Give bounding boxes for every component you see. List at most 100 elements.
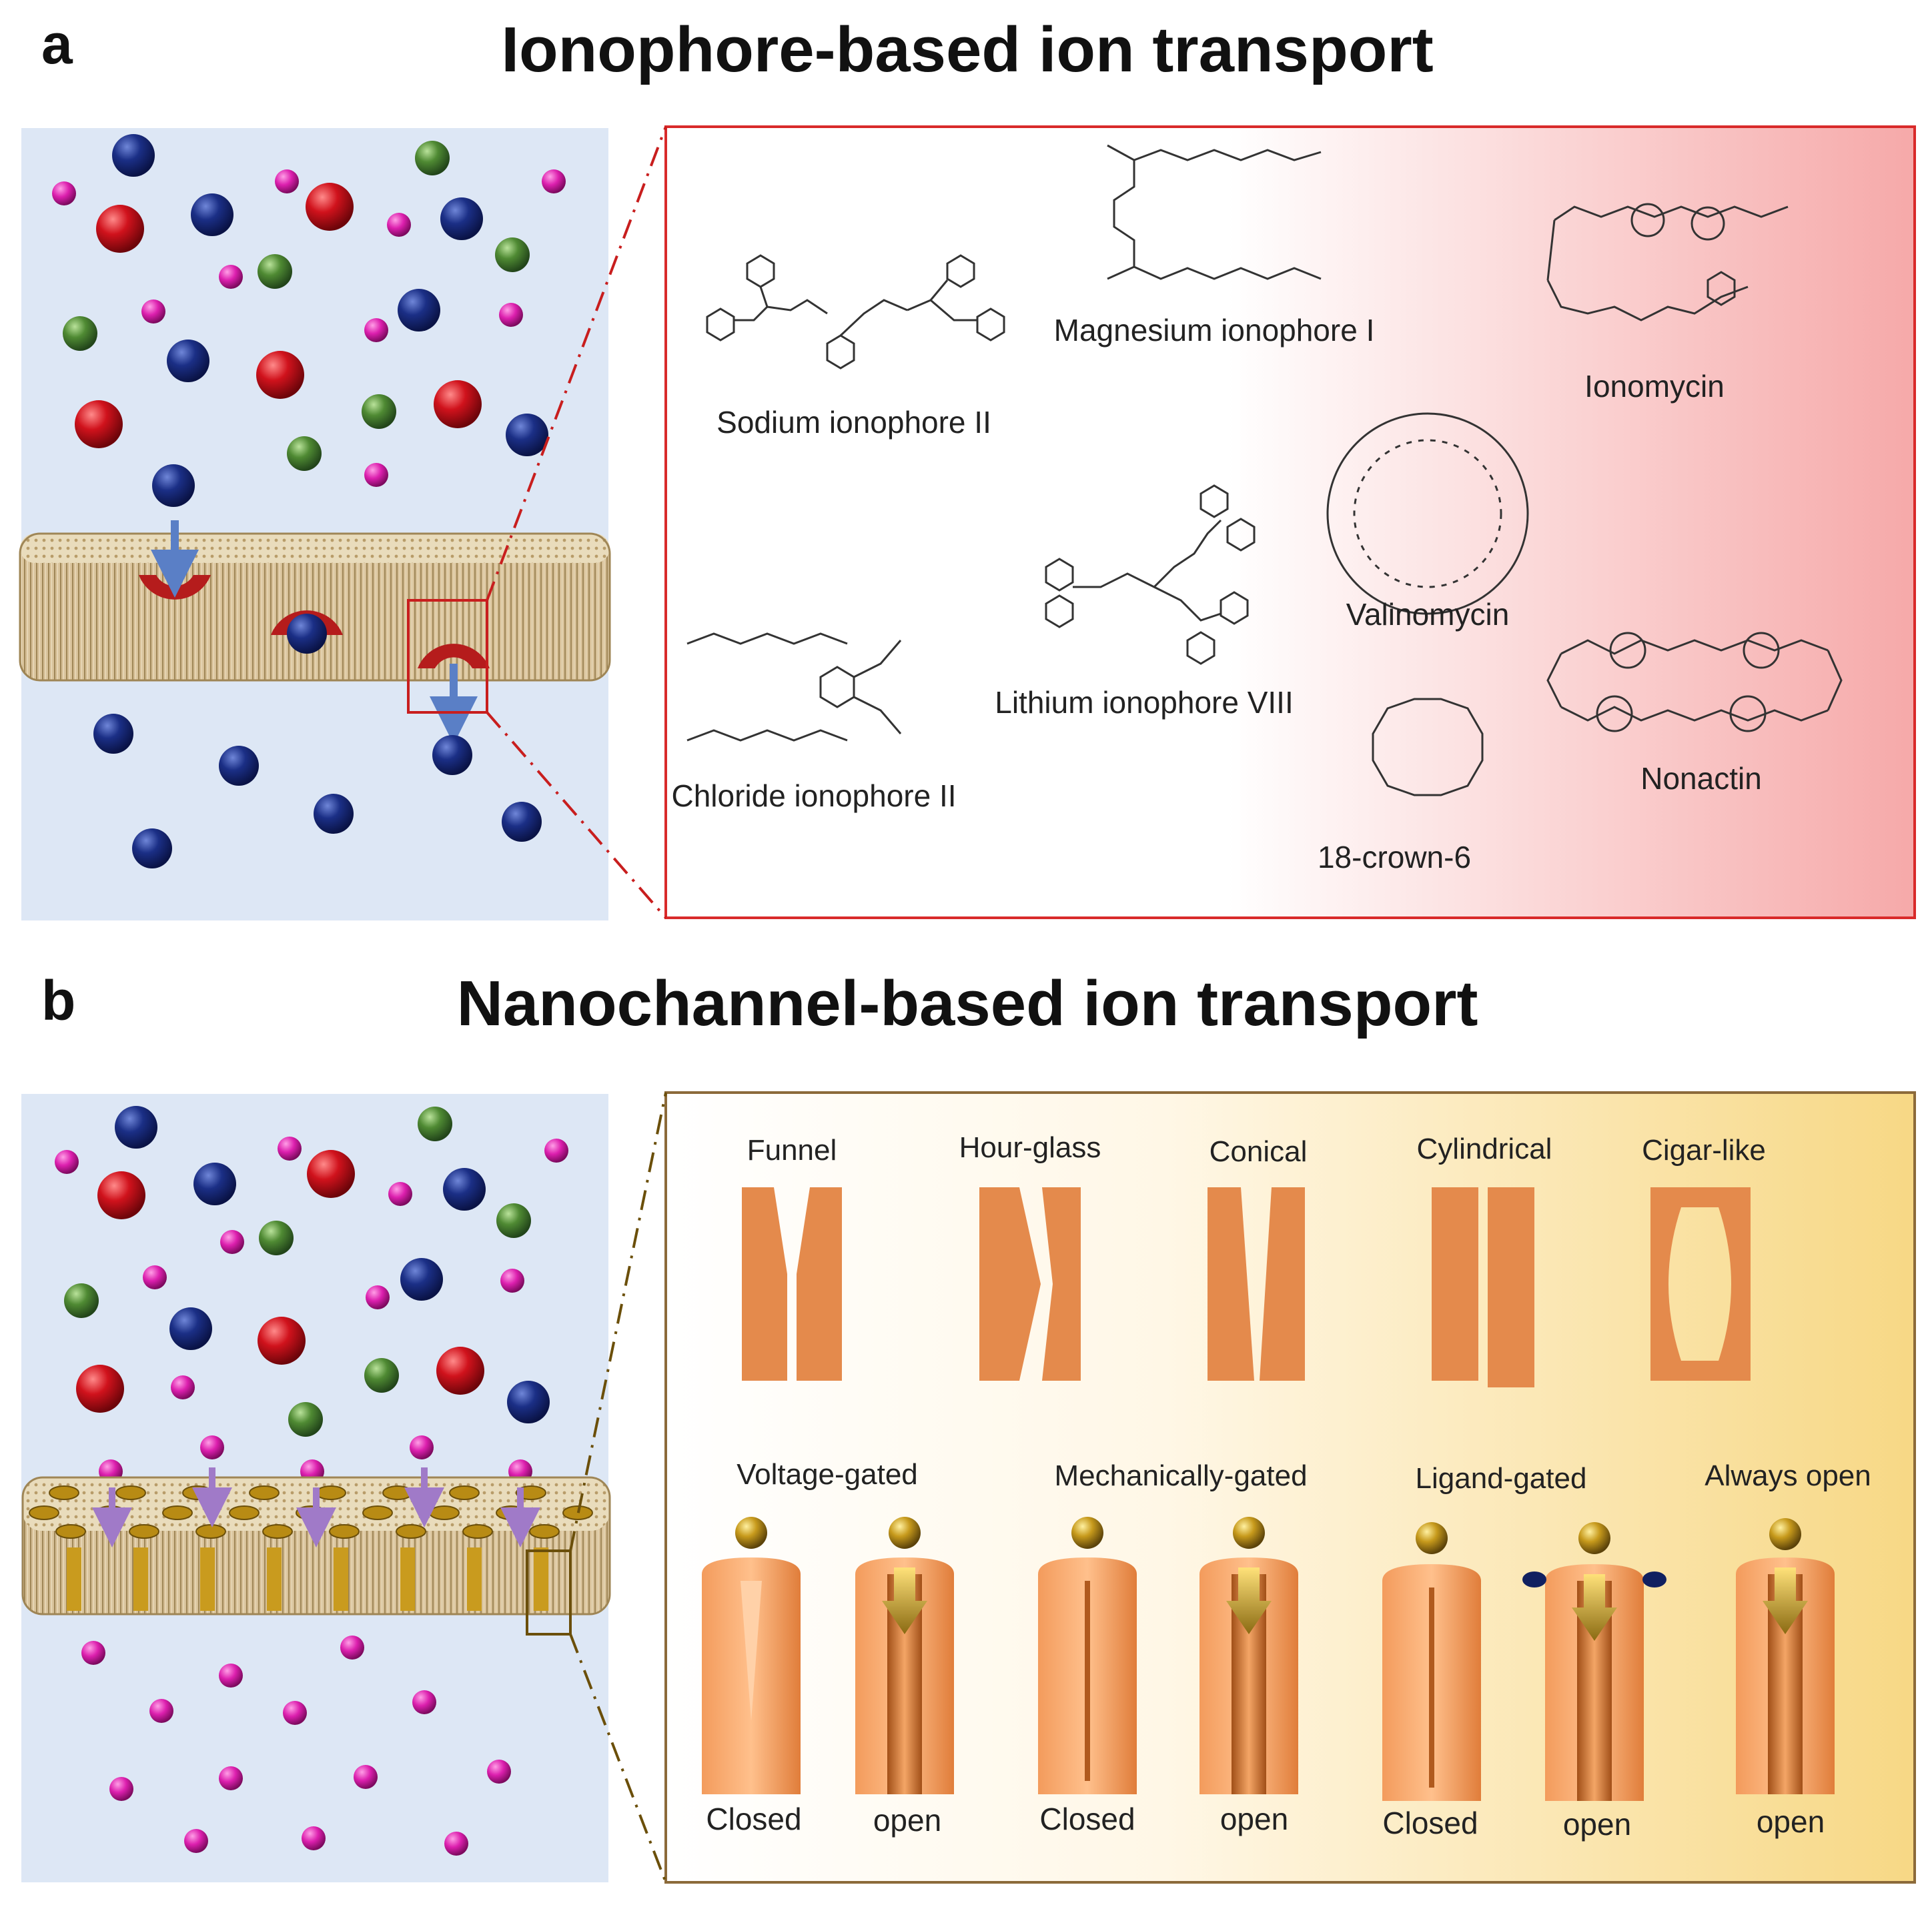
label-state-open: open [1220,1802,1289,1836]
hourglass-shape [1042,1187,1081,1381]
ion-blue [152,464,195,507]
ion-red [307,1150,355,1198]
funnel-shape [742,1187,787,1381]
label-conical: Conical [1209,1135,1308,1168]
label-always-open: Always open [1705,1459,1871,1492]
voltage-closed-tube [702,1557,801,1794]
ion-magenta [141,299,165,324]
label-funnel: Funnel [747,1134,837,1167]
panel-a-ions-top [52,134,566,507]
ion-green [496,1203,531,1238]
ion-magenta [220,1230,244,1254]
cylindrical-shape [1432,1187,1478,1381]
ion-red [306,183,354,231]
label-sodium-ionophore: Sodium ionophore II [716,405,991,440]
panel-a-letter: a [41,13,73,75]
gold-ion [1578,1522,1610,1554]
channel-shapes [742,1187,1751,1387]
ion-magenta [364,463,388,487]
cylindrical-shape [1488,1187,1534,1387]
ion-magenta [275,169,299,193]
panel-b-membrane [21,1467,611,1636]
ion-green [288,1402,323,1437]
ion-green [362,394,396,429]
conical-shape [1260,1187,1305,1381]
mechanical-closed-tube [1038,1557,1137,1794]
panel-a-title: Ionophore-based ion transport [501,14,1434,85]
gold-ion [1769,1518,1801,1550]
label-hourglass: Hour-glass [959,1131,1101,1164]
ion-red [97,1171,145,1219]
label-valinomycin: Valinomycin [1346,597,1510,632]
ion-green [64,1283,99,1318]
structure-lithium-ionophore [1045,484,1256,665]
ionophore-carriers [139,520,490,744]
ion-blue [506,414,548,456]
ion-magenta [55,1150,79,1174]
panel-b-title: Nanochannel-based ion transport [456,968,1478,1039]
label-ionomycin: Ionomycin [1584,369,1725,404]
ion-green [287,436,322,471]
mechanical-open-tube [1199,1557,1298,1794]
ion-blue [219,746,259,786]
ion-magenta [544,1139,568,1163]
panel-b-ions-bottom [81,1636,511,1856]
always-open-tube [1736,1557,1835,1794]
ion-blue [443,1168,486,1211]
gold-ion [1233,1517,1265,1549]
structure-sodium-ionophore [706,254,1005,370]
gold-ion [1071,1517,1103,1549]
ion-magenta [364,318,388,342]
ligand-closed-tube [1382,1564,1481,1801]
ion-blue [167,340,209,382]
ion-blue [132,828,172,868]
structure-18-crown-6 [1372,698,1484,796]
ion-magenta [366,1285,390,1309]
structure-valinomycin [1326,412,1529,615]
panel-b-letter: b [41,969,76,1032]
funnel-shape [797,1187,842,1381]
label-voltage-gated: Voltage-gated [737,1458,918,1491]
panel-a-membrane [19,532,611,682]
zoom-box [407,599,488,714]
ionophore-carrier [418,644,490,668]
structure-ionomycin [1546,203,1789,322]
ion-green [259,1221,294,1255]
label-chloride-ionophore: Chloride ionophore II [671,778,957,813]
ion-magenta [171,1375,195,1399]
ligand [1642,1571,1666,1588]
label-state-open: open [1562,1807,1632,1842]
label-state-closed: Closed [1039,1802,1135,1836]
label-magnesium-ionophore: Magnesium ionophore I [1053,313,1375,348]
ion-green [258,254,292,289]
ion-blue [287,614,327,654]
ion-red [434,380,482,428]
ion-blue [440,197,483,240]
label-state-open: open [1756,1804,1825,1839]
ion-blue [191,193,233,236]
label-cylindrical: Cylindrical [1416,1133,1552,1165]
gating-illustrations [702,1517,1835,1801]
ion-magenta [143,1265,167,1289]
ion-blue [314,794,354,834]
ion-magenta [542,169,566,193]
ion-magenta [410,1435,434,1459]
ion-magenta [278,1137,302,1161]
ion-blue [115,1106,157,1149]
structure-magnesium-ionophore [1107,144,1322,280]
ion-blue [169,1307,212,1350]
ion-red [258,1317,306,1365]
label-state-closed: Closed [706,1802,802,1836]
ion-magenta [52,181,76,205]
label-state-closed: Closed [1382,1806,1478,1840]
ion-blue [507,1381,550,1423]
label-state-open: open [873,1803,942,1838]
gold-ion [735,1517,767,1549]
ion-blue [93,714,133,754]
structure-chloride-ionophore [686,632,902,742]
conical-shape [1208,1187,1254,1381]
label-cigar-like: Cigar-like [1642,1134,1766,1167]
ion-red [96,205,144,253]
ion-blue [432,735,472,775]
label-ligand-gated: Ligand-gated [1415,1462,1587,1495]
